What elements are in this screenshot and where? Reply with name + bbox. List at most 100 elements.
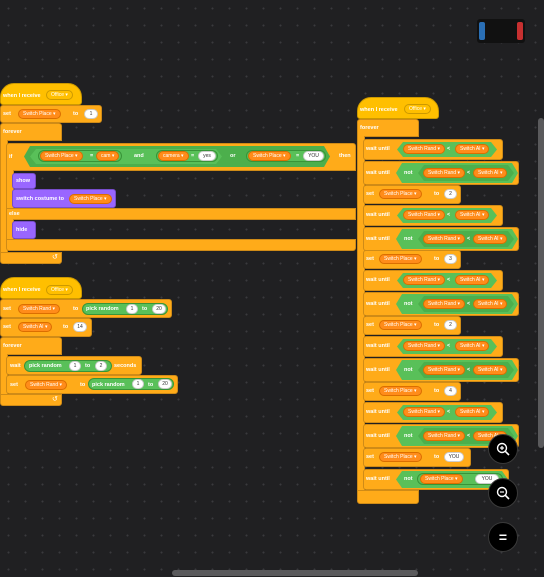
loop-arrow-icon: ↺ — [52, 254, 58, 261]
show-label: show — [16, 178, 31, 184]
to-label-4: to — [85, 363, 91, 369]
show-block[interactable] — [12, 173, 36, 189]
random2-max-input[interactable]: 20 — [158, 379, 172, 389]
place-value-input-5[interactable]: 3 — [444, 254, 457, 264]
zoom-reset-button[interactable]: = — [488, 522, 518, 552]
set-label-14: set — [366, 454, 374, 460]
switch-rand-dropdown-2[interactable]: Switch Rand ▾ — [25, 380, 67, 390]
switch-ai-reporter-3[interactable]: Switch AI ▾ — [455, 210, 490, 220]
to-label-5: to — [80, 382, 86, 388]
forever-block[interactable] — [0, 123, 62, 141]
switch-ai-dropdown[interactable]: Switch AI ▾ — [18, 322, 53, 332]
not-label-15: not — [404, 476, 413, 482]
switch-ai-reporter-9[interactable]: Switch AI ▾ — [455, 341, 490, 351]
lt-sign-0: < — [447, 146, 451, 152]
set-label-11: set — [366, 388, 374, 394]
not-label-10: not — [404, 367, 413, 373]
value-input[interactable]: 1 — [84, 109, 98, 119]
switch-place-dropdown-11[interactable]: Switch Place ▾ — [379, 386, 422, 396]
switch-rand-reporter-3[interactable]: Switch Rand ▾ — [403, 210, 445, 220]
switch-place-reporter-2[interactable]: Switch Place ▾ — [248, 151, 291, 161]
wait-until-label-6: wait until — [366, 277, 390, 283]
ai-value-input[interactable]: 14 — [73, 322, 87, 332]
switch-place-dropdown-14[interactable]: Switch Place ▾ — [379, 452, 422, 462]
to-label-3: to — [63, 324, 69, 330]
switch-rand-dropdown[interactable]: Switch Rand ▾ — [18, 304, 60, 314]
zoom-in-button[interactable] — [488, 434, 518, 464]
then-label: then — [339, 153, 351, 159]
random-max-input[interactable]: 20 — [152, 304, 166, 314]
if-label: if — [9, 154, 13, 160]
switch-rand-reporter-4[interactable]: Switch Rand ▾ — [423, 234, 465, 244]
switch-ai-reporter-4[interactable]: Switch AI ▾ — [473, 234, 508, 244]
switch-ai-reporter-7[interactable]: Switch AI ▾ — [473, 299, 508, 309]
wait-until-label-15: wait until — [366, 476, 390, 482]
place-value-input-11[interactable]: 4 — [444, 386, 457, 396]
wait-until-label-4: wait until — [366, 236, 390, 242]
cam-reporter[interactable]: cam ▾ — [96, 151, 120, 161]
message-dropdown-3[interactable]: Office ▾ — [404, 104, 431, 114]
not-label-1: not — [404, 170, 413, 176]
yes-input[interactable]: yes — [198, 151, 216, 161]
random2-min-input[interactable]: 1 — [132, 379, 144, 389]
hide-block[interactable] — [12, 221, 36, 239]
forever-block-3[interactable] — [357, 119, 419, 137]
to-label-2: to — [73, 306, 79, 312]
not-label-7: not — [404, 301, 413, 307]
horizontal-scrollbar[interactable] — [172, 570, 418, 576]
place-value-input-2[interactable]: 2 — [444, 189, 457, 199]
set-label-4: set — [10, 382, 18, 388]
switch-ai-reporter-1[interactable]: Switch AI ▾ — [473, 168, 508, 178]
costume-reporter[interactable]: Switch Place ▾ — [69, 194, 112, 204]
pick-random-reporter-3[interactable] — [88, 378, 174, 390]
wait-max-input[interactable]: 2 — [95, 361, 107, 371]
switch-rand-reporter-6[interactable]: Switch Rand ▾ — [403, 275, 445, 285]
switch-rand-reporter-9[interactable]: Switch Rand ▾ — [403, 341, 445, 351]
set-label-2: set — [366, 191, 374, 197]
lt-sign-3: < — [447, 212, 451, 218]
zoom-in-icon — [496, 442, 510, 456]
zoom-out-button[interactable] — [488, 478, 518, 508]
to-label-6: to — [148, 382, 154, 388]
not-label-13: not — [404, 433, 413, 439]
message-dropdown-2[interactable]: Office ▾ — [46, 285, 73, 295]
forever-block-2[interactable] — [0, 337, 62, 355]
random-min-input[interactable]: 1 — [126, 304, 138, 314]
switch-ai-reporter-12[interactable]: Switch AI ▾ — [455, 407, 490, 417]
zoom-reset-icon: = — [498, 529, 508, 545]
hat-label-2: when I receive — [3, 287, 41, 293]
wait-until-label-7: wait until — [366, 301, 390, 307]
camera-reporter[interactable]: camera ▾ — [158, 151, 189, 161]
variable-dropdown[interactable]: Switch Place ▾ — [18, 109, 61, 119]
switch-rand-reporter-0[interactable]: Switch Rand ▾ — [403, 144, 445, 154]
place-value-input-14[interactable]: YOU — [444, 452, 464, 462]
switch-place-reporter-15[interactable]: Switch Place ▾ — [420, 474, 463, 484]
vertical-scrollbar[interactable] — [538, 118, 544, 448]
message-dropdown[interactable]: Office ▾ — [46, 90, 73, 100]
else-label: else — [9, 211, 20, 217]
hat-label: when I receive — [3, 93, 41, 99]
wait-until-label-1: wait until — [366, 170, 390, 176]
switch-rand-reporter-10[interactable]: Switch Rand ▾ — [423, 365, 465, 375]
switch-place-dropdown-8[interactable]: Switch Place ▾ — [379, 320, 422, 330]
switch-place-dropdown-5[interactable]: Switch Place ▾ — [379, 254, 422, 264]
switch-ai-reporter-10[interactable]: Switch AI ▾ — [473, 365, 508, 375]
wait-min-input[interactable]: 1 — [69, 361, 81, 371]
pick-random-reporter-2[interactable] — [24, 360, 112, 372]
to-label-2: to — [434, 191, 440, 197]
switch-ai-reporter-0[interactable]: Switch AI ▾ — [455, 144, 490, 154]
equals-sign-3: = — [296, 153, 300, 159]
switch-ai-reporter-6[interactable]: Switch AI ▾ — [455, 275, 490, 285]
switch-place-dropdown-2[interactable]: Switch Place ▾ — [379, 189, 422, 199]
you-input[interactable]: YOU — [303, 151, 324, 161]
to-label-5: to — [434, 256, 440, 262]
switch-rand-reporter-12[interactable]: Switch Rand ▾ — [403, 407, 445, 417]
switch-rand-reporter-1[interactable]: Switch Rand ▾ — [423, 168, 465, 178]
forever-foot-3 — [357, 490, 419, 504]
stage-toggle[interactable] — [477, 19, 525, 43]
pick-random-reporter[interactable] — [82, 303, 168, 315]
place-value-input-8[interactable]: 2 — [444, 320, 457, 330]
switch-rand-reporter-7[interactable]: Switch Rand ▾ — [423, 299, 465, 309]
switch-rand-reporter-13[interactable]: Switch Rand ▾ — [423, 431, 465, 441]
switch-place-reporter[interactable]: Switch Place ▾ — [40, 151, 83, 161]
